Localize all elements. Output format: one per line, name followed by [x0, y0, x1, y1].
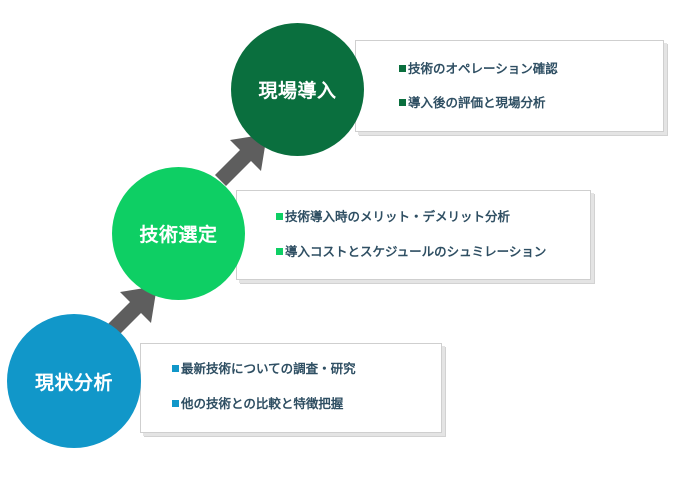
stage3-label: 現場導入: [258, 80, 337, 102]
square-bullet-icon: [399, 99, 406, 106]
stage2-item-text: 導入コストとスケジュールのシュミレーション: [285, 244, 547, 259]
square-bullet-icon: [399, 65, 406, 72]
arrow-2-to-3: [215, 134, 267, 186]
stage3-item: 技術のオペレーション確認: [399, 61, 558, 77]
stage3-item-text: 技術のオペレーション確認: [408, 61, 558, 76]
stage3-item: 導入後の評価と現場分析: [399, 95, 546, 111]
square-bullet-icon: [276, 213, 283, 220]
stage1-item-text: 最新技術についての調査・研究: [181, 361, 356, 376]
stage1-label: 現状分析: [34, 371, 113, 394]
stage2-label: 技術選定: [139, 224, 218, 246]
stage2-item: 導入コストとスケジュールのシュミレーション: [276, 244, 547, 260]
stage2-circle: 技術選定: [112, 167, 245, 300]
stage2-item-text: 技術導入時のメリット・デメリット分析: [285, 209, 511, 224]
stage1-item: 他の技術との比較と特徴把握: [172, 396, 344, 412]
stage2-item: 技術導入時のメリット・デメリット分析: [276, 209, 511, 225]
stage1-item: 最新技術についての調査・研究: [172, 361, 356, 377]
stage3-circle: 現場導入: [231, 23, 364, 156]
square-bullet-icon: [172, 365, 179, 372]
arrow-1-to-2: [105, 286, 157, 338]
stage3-box: 技術のオペレーション確認 導入後の評価と現場分析: [355, 40, 664, 132]
square-bullet-icon: [172, 400, 179, 407]
stage1-box: 最新技術についての調査・研究 他の技術との比較と特徴把握: [140, 343, 442, 433]
stage1-item-text: 他の技術との比較と特徴把握: [181, 396, 344, 411]
stage3-item-text: 導入後の評価と現場分析: [408, 95, 546, 110]
stage1-circle: 現状分析: [7, 314, 141, 448]
square-bullet-icon: [276, 248, 283, 255]
stage2-box: 技術導入時のメリット・デメリット分析 導入コストとスケジュールのシュミレーション: [236, 190, 591, 280]
